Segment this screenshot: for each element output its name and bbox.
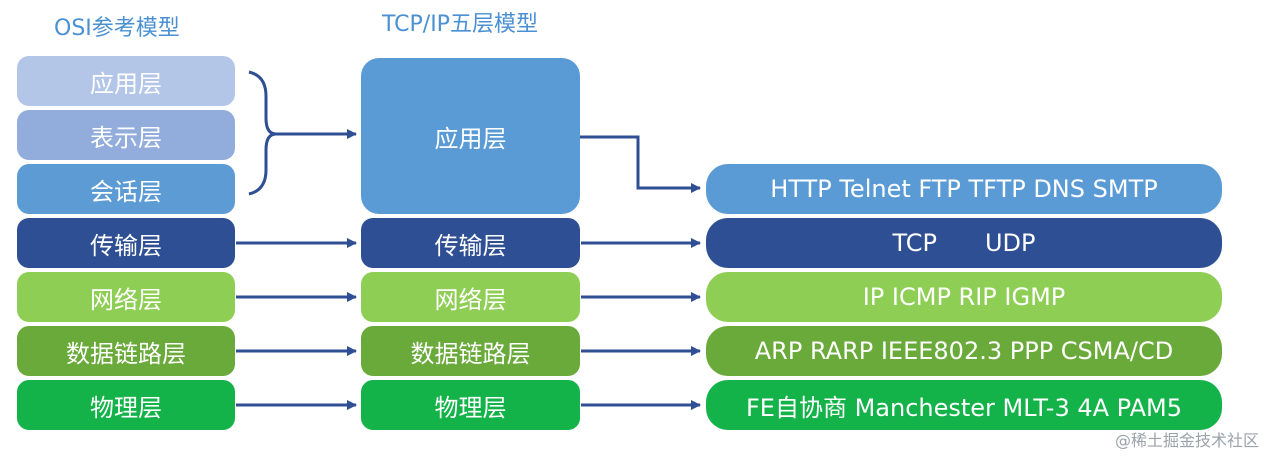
osi-title: OSI参考模型 <box>54 16 180 41</box>
osi-presentation-layer: 表示层 <box>17 110 235 160</box>
osi-datalink-layer: 数据链路层 <box>17 326 235 376</box>
osi-session-layer: 会话层 <box>17 164 235 214</box>
osi-physical-layer: 物理层 <box>17 380 235 430</box>
watermark: @稀土掘金技术社区 <box>1114 431 1259 450</box>
physical-protocols: FE自协商 Manchester MLT-3 4A PAM5 <box>706 380 1222 430</box>
tcpip-network-layer: 网络层 <box>361 272 580 322</box>
osi-network-layer: 网络层 <box>17 272 235 322</box>
network-protocols: IP ICMP RIP IGMP <box>706 272 1222 322</box>
udp-protocol: UDP <box>984 229 1036 257</box>
transport-protocols: TCP UDP <box>706 218 1222 268</box>
osi-application-layer: 应用层 <box>17 56 235 106</box>
arrow-application-to-protocols <box>580 135 701 193</box>
osi-upper-layers-brace <box>248 70 277 196</box>
application-protocols: HTTP Telnet FTP TFTP DNS SMTP <box>706 164 1222 214</box>
tcpip-physical-layer: 物理层 <box>361 380 580 430</box>
tcpip-transport-layer: 传输层 <box>361 218 580 268</box>
osi-transport-layer: 传输层 <box>17 218 235 268</box>
tcpip-title: TCP/IP五层模型 <box>382 12 538 37</box>
tcpip-application-layer: 应用层 <box>361 58 580 214</box>
datalink-protocols: ARP RARP IEEE802.3 PPP CSMA/CD <box>706 326 1222 376</box>
tcpip-datalink-layer: 数据链路层 <box>361 326 580 376</box>
tcp-protocol: TCP <box>892 229 937 257</box>
